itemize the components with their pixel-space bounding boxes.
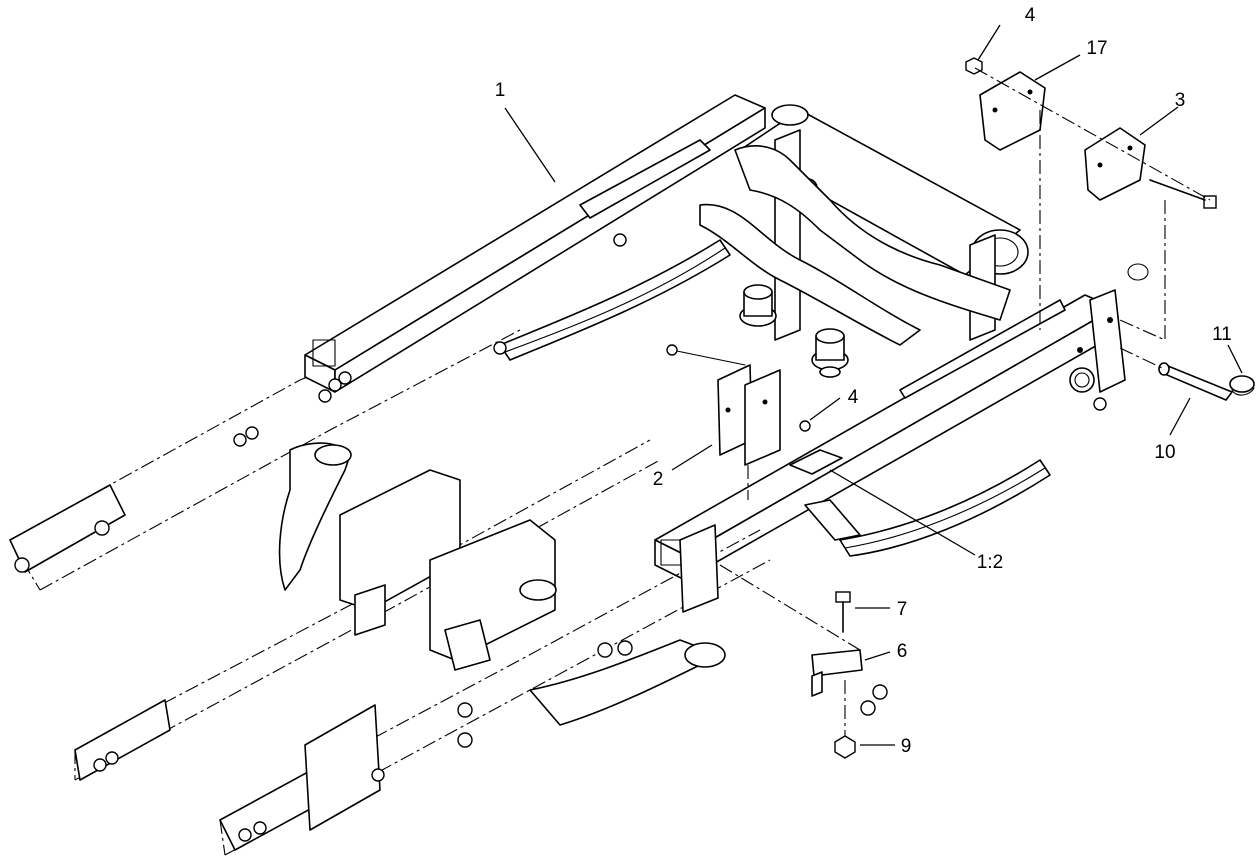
clip-part-11 (1229, 375, 1255, 396)
callout-2: 2 (653, 469, 664, 490)
axle-tube (699, 145, 1011, 346)
callout-4-mid: 4 (848, 387, 859, 408)
spring-bushings (739, 284, 849, 378)
pin-part-10 (1119, 347, 1233, 401)
decal-part-1-2 (789, 449, 843, 475)
callout-17: 17 (1086, 38, 1107, 59)
callout-1: 1 (495, 80, 506, 101)
callout-6: 6 (897, 641, 908, 662)
plate-part-17 (965, 57, 1046, 151)
callout-labels: 1 4 17 3 11 4 10 2 1:2 7 6 9 (495, 5, 1232, 757)
callout-1-2: 1:2 (977, 552, 1003, 573)
leader-lines (504, 24, 1243, 746)
left-frame-rail (304, 94, 766, 393)
plate-hidden-lines (974, 67, 1211, 341)
callout-11: 11 (1212, 324, 1232, 345)
callout-10: 10 (1154, 442, 1175, 463)
callout-9: 9 (901, 736, 912, 757)
callout-3: 3 (1175, 90, 1186, 111)
center-cross-members (278, 442, 726, 831)
plate-part-3 (1084, 127, 1217, 209)
right-leaf-spring (804, 459, 1051, 557)
lower-rails (9, 371, 352, 851)
bracket-part-2 (666, 344, 811, 500)
callout-4-top: 4 (1025, 5, 1036, 26)
left-leaf-spring (493, 233, 731, 361)
bracket-part-6 (679, 524, 888, 759)
callout-7: 7 (897, 599, 908, 620)
